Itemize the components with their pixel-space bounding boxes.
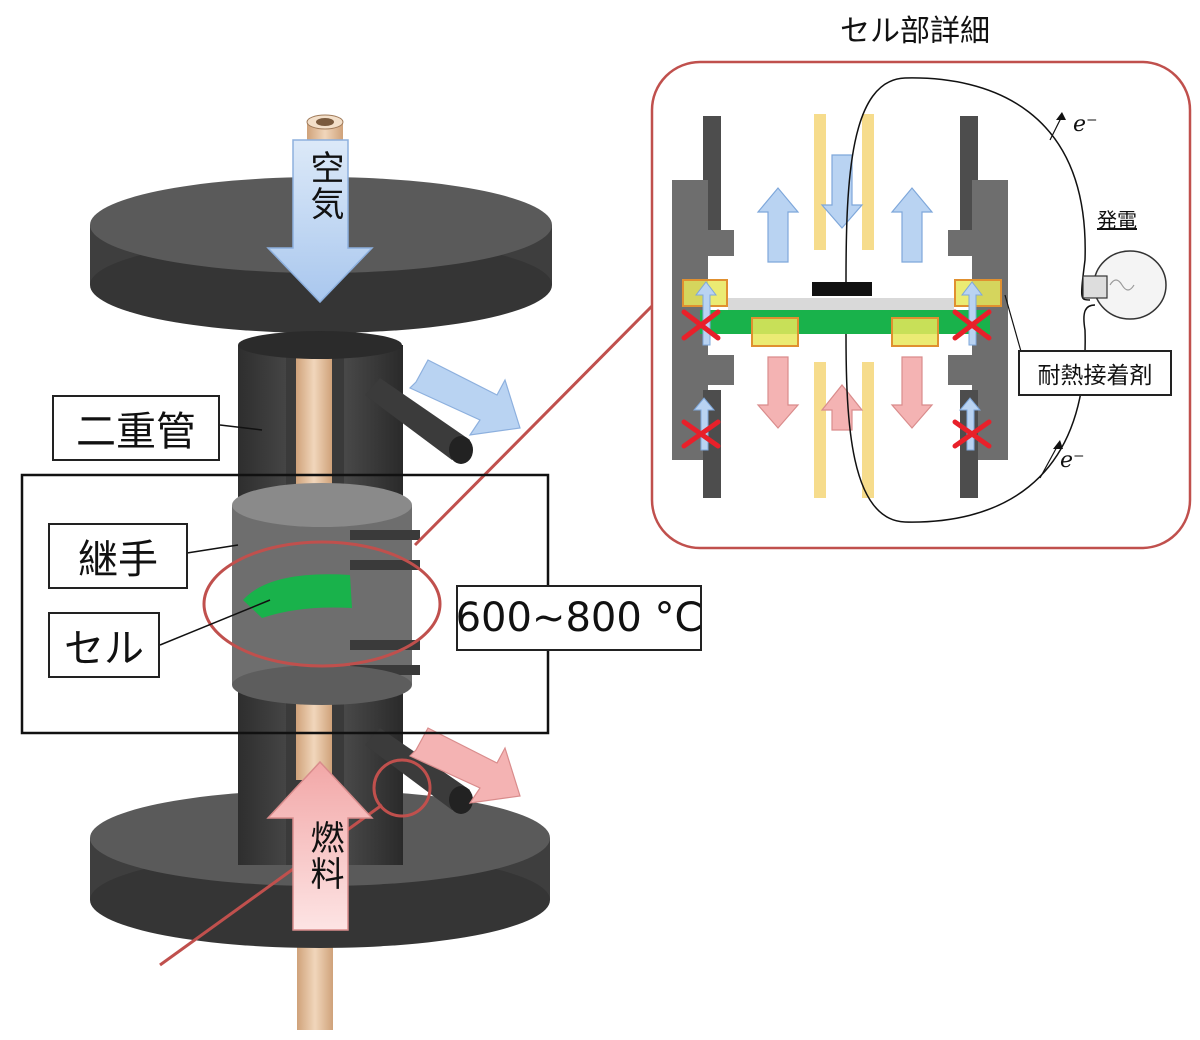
- double-tube-label: 二重管: [52, 395, 220, 461]
- cell-disc: [243, 574, 352, 618]
- detail-fuel-arrows: [756, 356, 934, 431]
- outlet-highlight-circle: [372, 758, 432, 818]
- adhesive-label: 耐熱接着剤: [1018, 350, 1172, 396]
- air-outlet-side-tube: [365, 378, 473, 464]
- electron-label-top: e⁻: [1073, 112, 1098, 137]
- seal-failure-marks: [681, 309, 992, 449]
- electron-label-bottom: e⁻: [1060, 448, 1085, 473]
- current-collector: [812, 282, 872, 296]
- fuel-inlet-arrow: [266, 760, 374, 931]
- bottom-inlet-pipe: [297, 940, 333, 1030]
- leak-arrows: [692, 281, 984, 451]
- detail-air-arrows: [756, 154, 934, 263]
- external-circuit-wire: [845, 77, 1091, 301]
- air-inlet-arrow: [266, 139, 374, 304]
- cell-highlight-circle: [202, 540, 442, 668]
- detail-title: セル部詳細: [840, 14, 990, 49]
- joint-label: 継手: [48, 523, 188, 589]
- air-label: 空気: [304, 150, 344, 222]
- fuel-outlet-arrow: [408, 727, 521, 804]
- temperature-label: 600~800 °C: [456, 585, 702, 651]
- power-generation-label: 発電: [1097, 208, 1137, 232]
- light-bulb-icon: [1082, 250, 1167, 320]
- detail-electrolyte-layer: [728, 298, 954, 310]
- detail-cell: [700, 310, 990, 334]
- detail-connector-line: [413, 301, 657, 547]
- cell-label: セル: [48, 612, 160, 678]
- electrode-strips: [814, 114, 874, 498]
- fuel-label: 燃料: [304, 820, 344, 892]
- air-outlet-arrow: [408, 359, 521, 436]
- fuel-outlet-side-tube: [365, 728, 473, 814]
